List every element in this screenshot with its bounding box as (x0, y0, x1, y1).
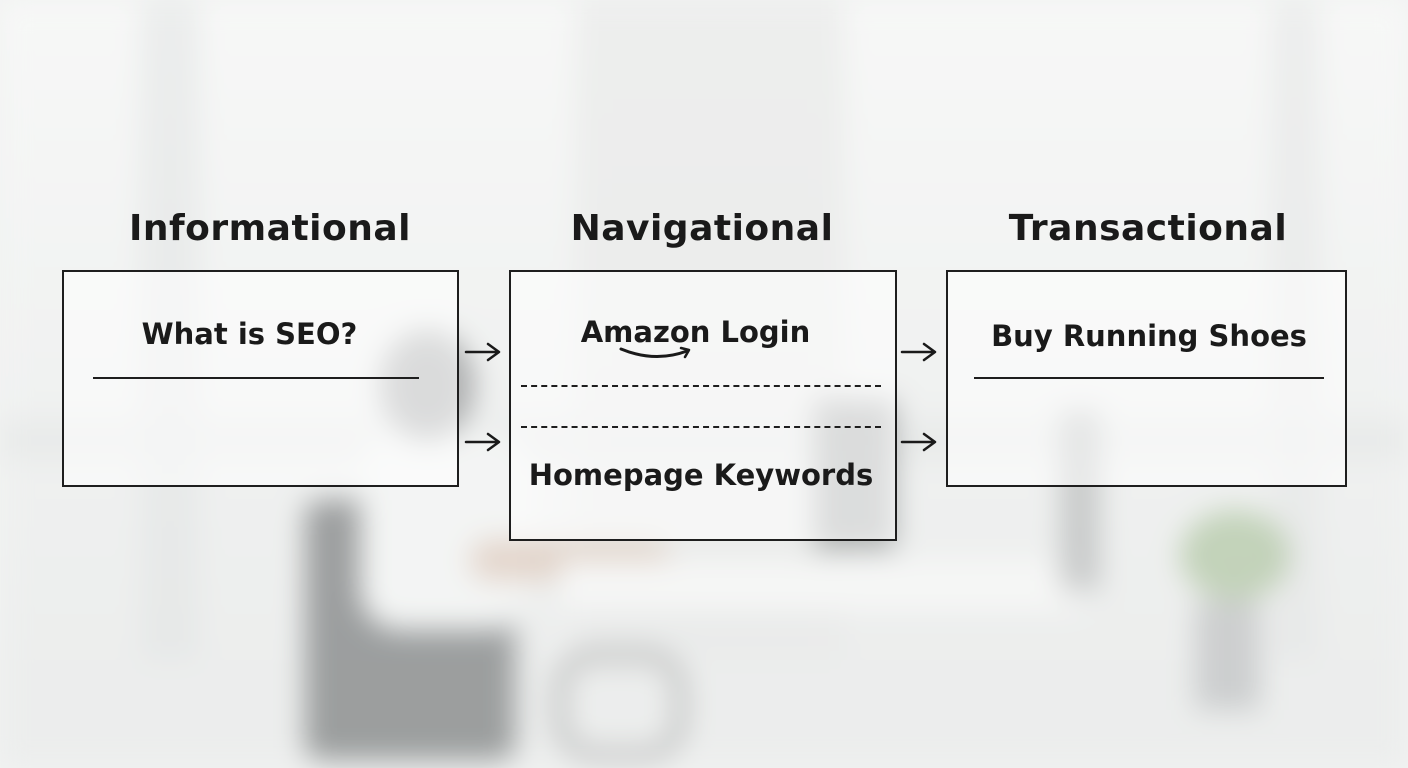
informational-box: What is SEO? (62, 270, 459, 487)
arrow-right-icon (900, 342, 937, 362)
arrow-right-icon (464, 432, 501, 452)
transactional-box: Buy Running Shoes (946, 270, 1347, 487)
dashed-divider (521, 385, 881, 387)
navigational-item-homepage: Homepage Keywords (528, 458, 874, 492)
navigational-box: Amazon Login Homepage Keywords (509, 270, 897, 541)
navigational-item-amazon: Amazon Login (580, 315, 811, 349)
divider-line (974, 377, 1324, 379)
heading-transactional: Transactional (1008, 208, 1288, 249)
amazon-smile-logo (619, 346, 691, 359)
heading-informational: Informational (128, 208, 412, 249)
divider-line (93, 377, 419, 379)
heading-navigational: Navigational (570, 208, 834, 249)
transactional-item: Buy Running Shoes (991, 319, 1307, 353)
informational-item: What is SEO? (141, 317, 358, 351)
arrow-right-icon (464, 342, 501, 362)
arrow-right-icon (900, 432, 937, 452)
dashed-divider (521, 426, 881, 428)
